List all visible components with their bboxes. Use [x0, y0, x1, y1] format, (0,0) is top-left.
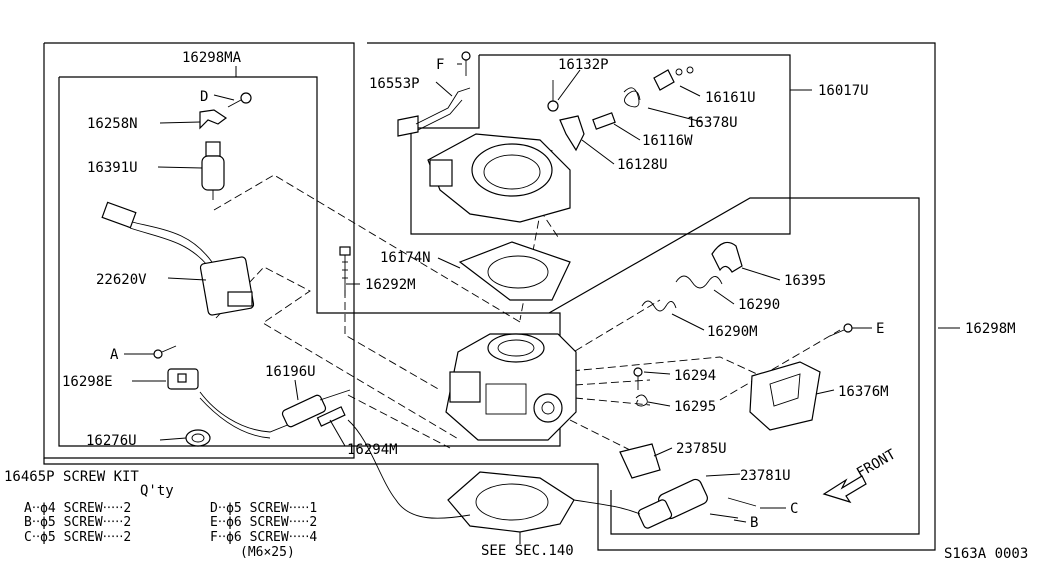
- screws-16294-16295: [633, 323, 853, 407]
- label-letter-f: F: [436, 57, 444, 73]
- clamp-16276u-part: [185, 429, 211, 447]
- label-16196u: 16196U: [265, 364, 316, 380]
- label-16116w: 16116W: [642, 133, 693, 149]
- label-16298e: 16298E: [62, 374, 113, 390]
- label-23785u: 23785U: [676, 441, 727, 457]
- label-16132p: 16132P: [558, 57, 609, 73]
- label-16290m: 16290M: [707, 324, 758, 340]
- label-16378u: 16378U: [687, 115, 738, 131]
- label-16292m: 16292M: [365, 277, 416, 293]
- label-16553p: 16553P: [369, 76, 420, 92]
- throttle-body-main-part: [445, 333, 577, 441]
- label-16276u: 16276U: [86, 433, 137, 449]
- label-letter-b: B: [750, 515, 758, 531]
- front-arrow-icon: [822, 475, 867, 504]
- screw-d-part: [227, 92, 252, 108]
- linkage-small-parts: [547, 66, 694, 152]
- label-16174n: 16174N: [380, 250, 431, 266]
- bracket-16376m-part: [749, 361, 821, 431]
- label-16294m: 16294M: [347, 442, 398, 458]
- bolt-16292m-part: [339, 246, 351, 296]
- label-16298m: 16298M: [965, 321, 1016, 337]
- label-16017u: 16017U: [818, 83, 869, 99]
- screw-kit-item-b: B‧‧ϕ5 SCREW‧‧‧‧‧2: [24, 515, 131, 530]
- screw-kit-item-f: F‧‧ϕ6 SCREW‧‧‧‧‧4: [210, 530, 317, 545]
- screw-kit-item-d: D‧‧ϕ5 SCREW‧‧‧‧‧1: [210, 501, 317, 516]
- label-16376m: 16376M: [838, 384, 889, 400]
- screw-kit-item-a: A‧‧ϕ4 SCREW‧‧‧‧‧2: [24, 501, 131, 516]
- label-16128u: 16128U: [617, 157, 668, 173]
- gasket-16174n-part: [458, 241, 571, 301]
- throttle-chamber-16017u-part: [427, 133, 571, 223]
- screw-kit-f-size: (M6×25): [240, 545, 295, 560]
- bracket-16553p-part: [397, 51, 471, 137]
- label-letter-c: C: [790, 501, 798, 517]
- gasket-sec140-part: [347, 419, 641, 533]
- drawing-code: S163A 0003: [944, 546, 1028, 562]
- screw-kit-qty-header: Q'ty: [140, 483, 174, 499]
- label-22620v: 22620V: [96, 272, 147, 288]
- label-16161u: 16161U: [705, 90, 756, 106]
- sensor-16196u-part: [281, 389, 351, 428]
- label-16295: 16295: [674, 399, 716, 415]
- label-16258n: 16258N: [87, 116, 138, 132]
- label-letter-e: E: [876, 321, 884, 337]
- sensor-16391u-part: [201, 141, 225, 200]
- label-23781u: 23781U: [740, 468, 791, 484]
- label-16391u: 16391U: [87, 160, 138, 176]
- clip-16258n-part: [199, 109, 228, 130]
- connector-16298e-part: [167, 368, 291, 439]
- screw-a-part: [153, 345, 177, 359]
- label-16294: 16294: [674, 368, 716, 384]
- label-see-sec: SEE SEC.140: [481, 543, 574, 559]
- label-front: FRONT: [854, 446, 899, 481]
- label-letter-a: A: [110, 347, 119, 363]
- label-16395: 16395: [784, 273, 826, 289]
- part-labels: 16298MA D 16258N 16391U 22620V A 16298E …: [62, 50, 1028, 562]
- spring-parts-right: [641, 241, 743, 312]
- label-16290: 16290: [738, 297, 780, 313]
- leader-lines: [124, 63, 960, 544]
- label-16298ma: 16298MA: [182, 50, 242, 66]
- screw-kit-table: 16465P SCREW KIT Q'ty A‧‧ϕ4 SCREW‧‧‧‧‧2 …: [4, 469, 317, 560]
- screw-kit-item-e: E‧‧ϕ6 SCREW‧‧‧‧‧2: [210, 515, 317, 530]
- valve-23781u-part: [637, 478, 757, 529]
- screw-kit-item-c: C‧‧ϕ5 SCREW‧‧‧‧‧2: [24, 530, 131, 545]
- assembly-box-outlines: [43, 42, 936, 551]
- label-letter-d: D: [200, 89, 208, 105]
- gasket-23785u-part: [619, 443, 661, 479]
- screw-kit-title: 16465P SCREW KIT: [4, 469, 139, 485]
- harness-22620v-part: [101, 201, 255, 316]
